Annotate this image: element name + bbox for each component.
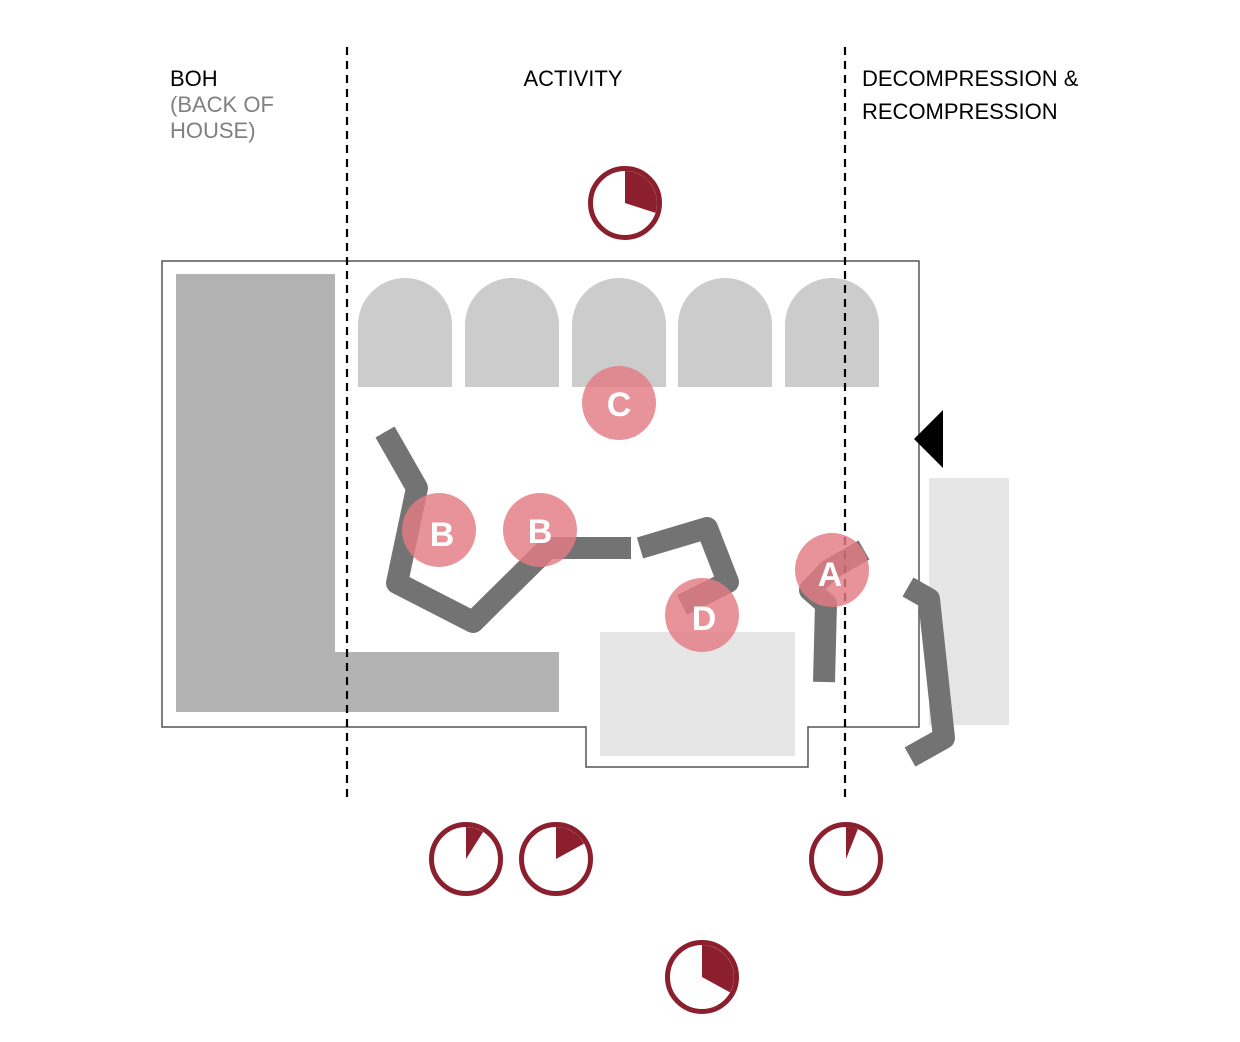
clock-icon-bottom-2 bbox=[519, 822, 593, 896]
marker-letter: A bbox=[818, 556, 843, 594]
booth bbox=[572, 278, 666, 387]
clock-wedge bbox=[466, 827, 484, 859]
clock-ring bbox=[809, 822, 883, 896]
marker-circle bbox=[665, 578, 739, 652]
zone-label-boh: BOH bbox=[170, 66, 218, 91]
marker-c: C bbox=[582, 366, 656, 440]
clock-wedge bbox=[846, 826, 858, 859]
clock-ring bbox=[665, 940, 739, 1014]
marker-b: B bbox=[503, 493, 577, 567]
clock-ring bbox=[429, 822, 503, 896]
clock-wedge bbox=[556, 827, 584, 859]
marker-letter: B bbox=[430, 516, 455, 554]
booth bbox=[465, 278, 559, 387]
zone-label-activity: ACTIVITY bbox=[523, 66, 622, 91]
building-outline bbox=[161, 260, 920, 768]
activity-markers: C B B A D bbox=[402, 366, 869, 652]
booth-row bbox=[358, 278, 879, 387]
clock-icon-bottom-3 bbox=[809, 822, 883, 896]
path-entry bbox=[902, 577, 955, 767]
bar-block bbox=[600, 632, 795, 756]
marker-circle bbox=[582, 366, 656, 440]
clock-icon-bottom-1 bbox=[429, 822, 503, 896]
zone-label-decompression-2: RECOMPRESSION bbox=[862, 99, 1058, 124]
marker-letter: B bbox=[528, 513, 553, 551]
marker-d: D bbox=[665, 578, 739, 652]
booth bbox=[358, 278, 452, 387]
marker-a: A bbox=[795, 533, 869, 607]
booth bbox=[678, 278, 772, 387]
clock-icon-top bbox=[588, 166, 662, 240]
marker-circle bbox=[503, 493, 577, 567]
zone-label-decompression-1: DECOMPRESSION & bbox=[862, 66, 1079, 91]
boh-block-vertical bbox=[176, 274, 335, 712]
zone-label-boh-sub-2: HOUSE) bbox=[170, 118, 256, 143]
clock-icon-bottom-4 bbox=[665, 940, 739, 1014]
marker-letter: C bbox=[607, 386, 632, 424]
clock-ring bbox=[588, 166, 662, 240]
clock-wedge bbox=[702, 945, 734, 993]
clock-ring bbox=[519, 822, 593, 896]
time-clocks bbox=[429, 166, 883, 1014]
marker-b: B bbox=[402, 493, 476, 567]
boh-block-counter bbox=[335, 652, 559, 712]
marker-letter: D bbox=[692, 600, 717, 638]
marker-circle bbox=[402, 493, 476, 567]
booth bbox=[785, 278, 879, 387]
clock-wedge bbox=[625, 171, 657, 213]
zone-label-boh-sub-1: (BACK OF bbox=[170, 92, 274, 117]
marker-circle bbox=[795, 533, 869, 607]
entrance-arrow-icon bbox=[914, 410, 943, 468]
